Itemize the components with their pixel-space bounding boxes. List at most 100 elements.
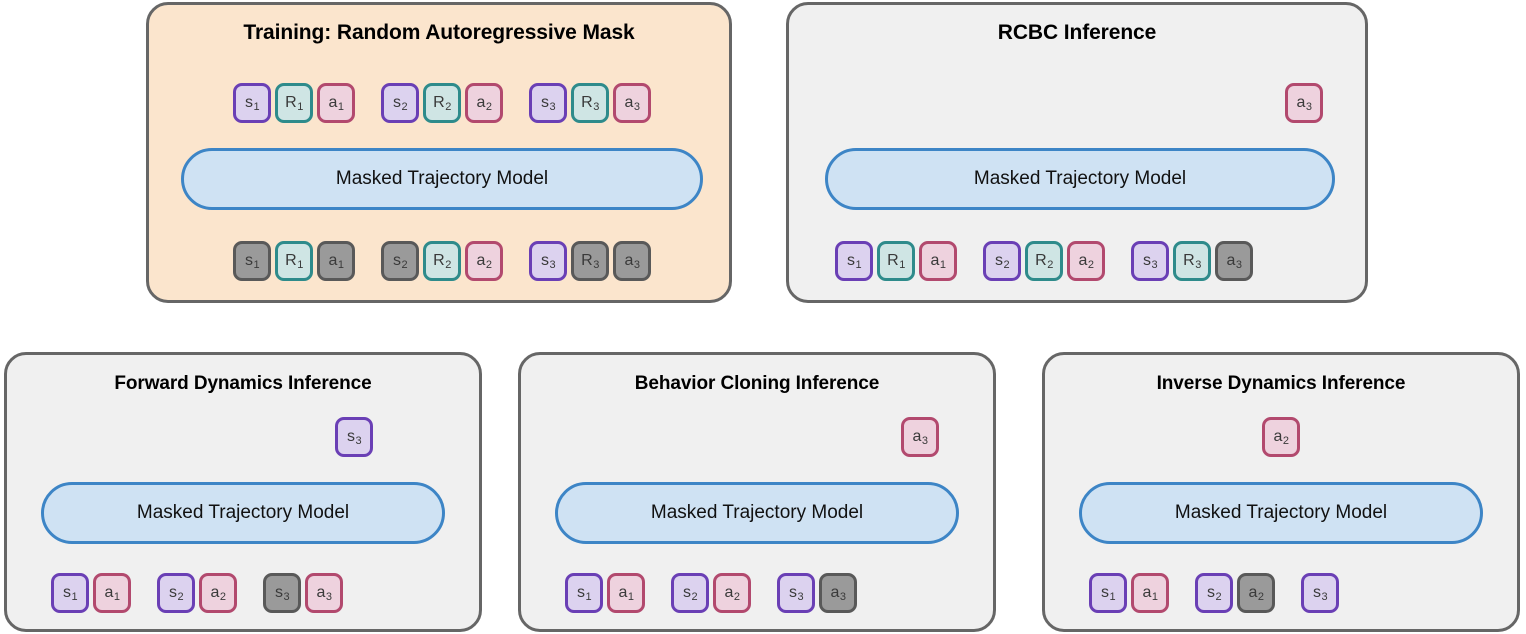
masked-trajectory-model-label: Masked Trajectory Model [1174, 502, 1388, 523]
masked-trajectory-model-box-inverse-dynamics: Masked Trajectory Model [1079, 482, 1483, 544]
panel-title-inverse-dynamics: Inverse Dynamics Inference [1156, 373, 1406, 394]
masked-trajectory-model-box-forward-dynamics: Masked Trajectory Model [41, 482, 445, 544]
masked-trajectory-model-box-training: Masked Trajectory Model [181, 148, 703, 210]
masked-trajectory-model-label: Masked Trajectory Model [335, 168, 549, 189]
masked-trajectory-model-label: Masked Trajectory Model [650, 502, 864, 523]
panel-title-rcbc: RCBC Inference [997, 21, 1157, 44]
panel-title-behavior-cloning: Behavior Cloning Inference [634, 373, 880, 394]
panel-title-training: Training: Random Autoregressive Mask [243, 21, 635, 44]
masked-trajectory-model-label: Masked Trajectory Model [136, 502, 350, 523]
panel-title-forward-dynamics: Forward Dynamics Inference [114, 373, 372, 394]
masked-trajectory-model-box-behavior-cloning: Masked Trajectory Model [555, 482, 959, 544]
masked-trajectory-model-box-rcbc: Masked Trajectory Model [825, 148, 1335, 210]
